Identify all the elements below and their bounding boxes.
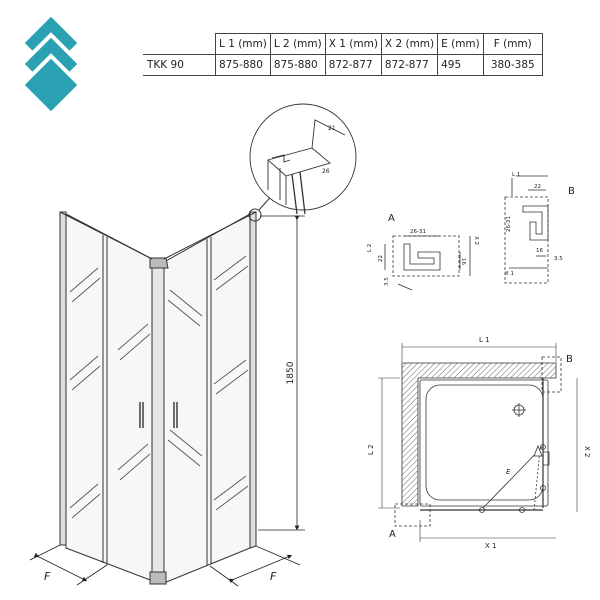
f-dimension-left	[29, 544, 108, 586]
table-cell: 875-880	[269, 54, 326, 76]
height-dimension	[258, 215, 305, 531]
table-cell: 495	[437, 54, 484, 76]
table-cell: 872-877	[380, 54, 439, 76]
plan-callout-b: B	[566, 354, 573, 365]
column-header: E (mm)	[437, 33, 484, 55]
plan-x1: X 1	[485, 542, 496, 550]
profile-a-22: 22	[378, 255, 384, 262]
plan-l1: L 1	[479, 336, 490, 344]
profile-b-l1: L 1	[512, 172, 520, 178]
detail-dim-21: 21	[328, 125, 336, 132]
profile-b-section	[504, 175, 549, 284]
enclosure-3d-view	[59, 191, 276, 585]
f-label-right: F	[270, 570, 277, 583]
profile-b-title: B	[568, 186, 575, 197]
profile-a-width: 26-31	[410, 229, 426, 235]
profile-a-16: 16	[460, 258, 466, 265]
profile-b-width: 26-31	[506, 216, 512, 232]
table-row: TKK 90 875-880 875-880 872-877 872-877 4…	[143, 54, 543, 76]
detail-dim-26: 26	[322, 168, 330, 175]
height-label: 1850	[286, 361, 296, 384]
f-dimension-right	[209, 545, 301, 587]
plan-view	[378, 343, 578, 542]
dimensions-table: L 1 (mm) L 2 (mm) X 1 (mm) X 2 (mm) E (m…	[143, 33, 543, 76]
profile-a-section	[384, 235, 471, 291]
profile-a-title: A	[388, 213, 395, 224]
profile-a-l2: L 2	[367, 244, 373, 252]
plan-callout-a: A	[389, 529, 396, 540]
profile-b-22: 22	[534, 184, 541, 190]
logo-mark	[19, 11, 83, 117]
f-label-left: F	[44, 570, 51, 583]
profile-a-35: 3.5	[384, 277, 390, 286]
table-cell: 872-877	[324, 54, 382, 76]
plan-e: E	[506, 468, 511, 476]
model-cell: TKK 90	[143, 54, 216, 76]
profile-detail-callout	[249, 103, 357, 215]
profile-a-x2: X 2	[473, 236, 479, 245]
company-logo	[19, 11, 83, 117]
column-header: L 1 (mm)	[215, 33, 271, 55]
profile-b-x1: X 1	[505, 271, 514, 277]
table-cell: 380-385	[482, 54, 543, 76]
plan-l2: L 2	[367, 444, 375, 455]
profile-b-35: 3.5	[554, 256, 563, 262]
profile-b-16: 16	[536, 248, 543, 254]
plan-x2: X 2	[583, 446, 591, 457]
